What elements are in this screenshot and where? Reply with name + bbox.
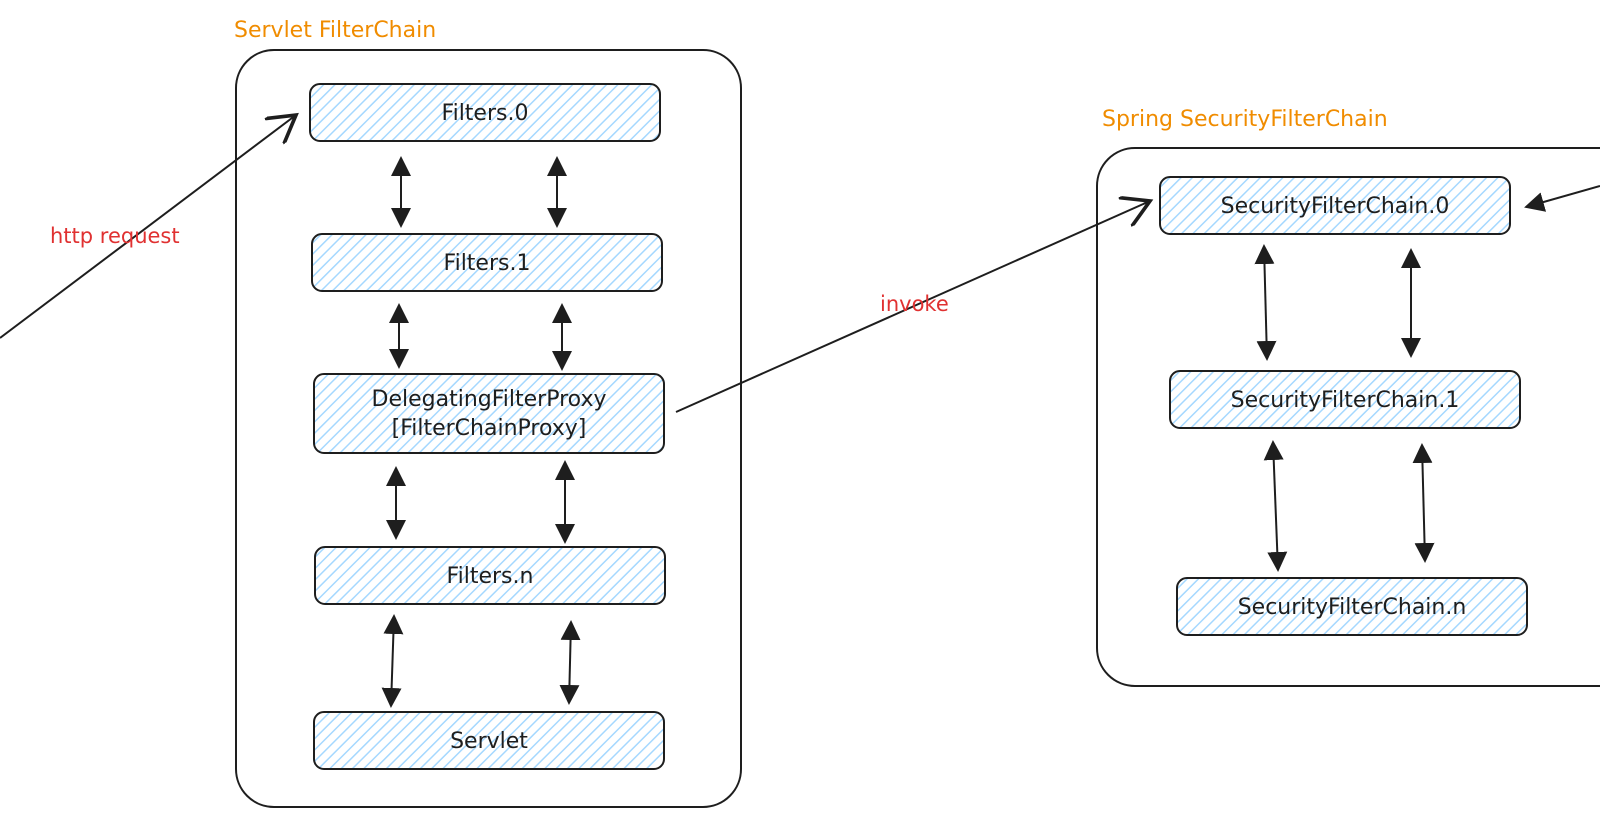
http-request-edge: http request <box>0 115 296 339</box>
incoming-right-arrow <box>1524 185 1600 212</box>
servlet-filterchain-group: Servlet FilterChain Filters.0 Filters.1 … <box>234 18 742 808</box>
connector-sfc1-sfcn-left <box>1263 440 1288 572</box>
node-filters-1[interactable]: Filters.1 <box>311 233 663 292</box>
node-security-filterchain-1-label: SecurityFilterChain.1 <box>1231 388 1460 413</box>
node-filters-0-label: Filters.0 <box>442 101 529 126</box>
node-servlet-label: Servlet <box>450 729 528 754</box>
node-delegating-filter-proxy[interactable]: DelegatingFilterProxy [FilterChainProxy] <box>313 373 665 454</box>
node-security-filterchain-0-label: SecurityFilterChain.0 <box>1221 194 1450 219</box>
http-request-arrow <box>0 115 296 339</box>
invoke-arrow <box>675 201 1150 413</box>
servlet-chain-container <box>235 49 742 808</box>
node-filters-n[interactable]: Filters.n <box>314 546 666 605</box>
node-security-filterchain-1[interactable]: SecurityFilterChain.1 <box>1169 370 1521 429</box>
invoke-label: invoke <box>880 292 949 316</box>
security-chain-container <box>1096 147 1600 687</box>
servlet-chain-title: Servlet FilterChain <box>234 18 436 43</box>
invoke-edge: invoke <box>675 201 1150 413</box>
security-chain-title: Spring SecurityFilterChain <box>1102 107 1388 132</box>
connector-sfc0-sfc1-left <box>1254 244 1277 361</box>
node-servlet[interactable]: Servlet <box>313 711 665 770</box>
node-delegating-filter-proxy-label: DelegatingFilterProxy <box>372 387 607 412</box>
security-filterchain-group: Spring SecurityFilterChain SecurityFilte… <box>1096 107 1600 687</box>
node-filter-chain-proxy-label: [FilterChainProxy] <box>392 416 587 441</box>
node-filters-0[interactable]: Filters.0 <box>309 83 661 142</box>
connector-sfc1-sfcn-right <box>1412 443 1435 563</box>
node-security-filterchain-n[interactable]: SecurityFilterChain.n <box>1176 577 1528 636</box>
node-filters-1-label: Filters.1 <box>444 251 531 276</box>
connector-fn-servlet-left <box>381 614 404 708</box>
node-security-filterchain-0[interactable]: SecurityFilterChain.0 <box>1159 176 1511 235</box>
node-filters-n-label: Filters.n <box>447 564 534 589</box>
connector-fn-servlet-right <box>559 620 581 705</box>
node-security-filterchain-n-label: SecurityFilterChain.n <box>1238 595 1467 620</box>
http-request-label: http request <box>50 224 180 248</box>
